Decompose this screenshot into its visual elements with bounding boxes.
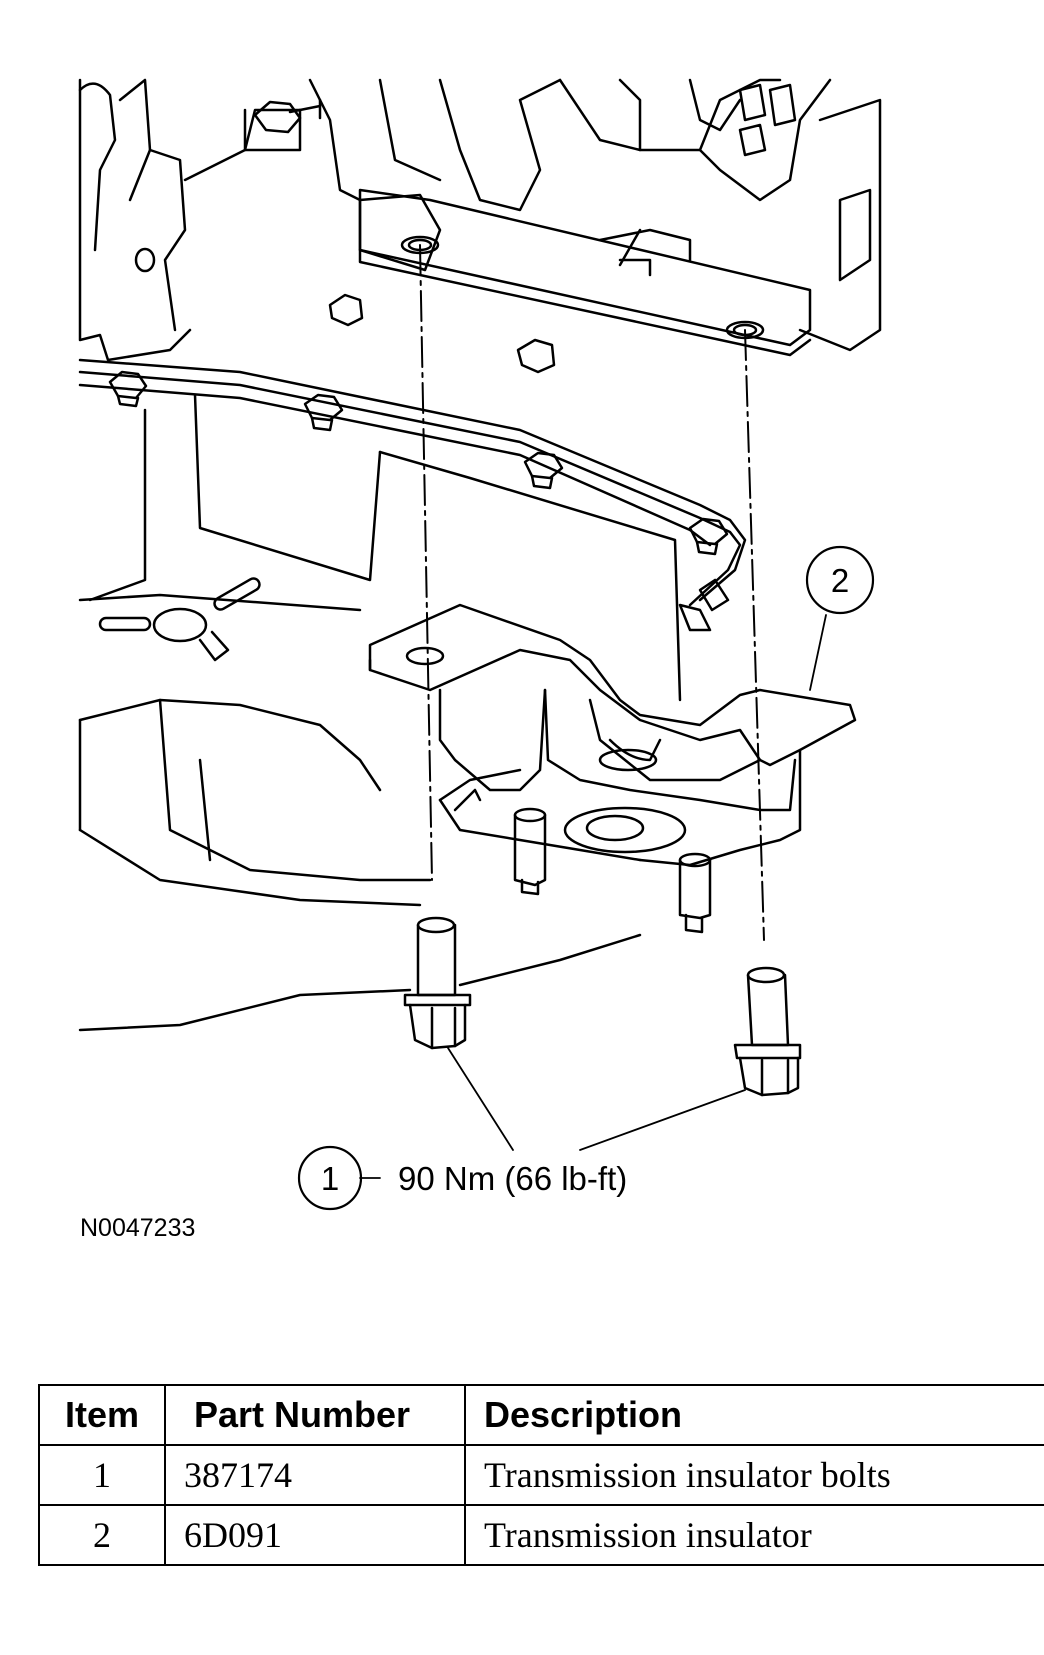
table-row: 2 6D091 Transmission insulator (38, 1504, 1044, 1566)
insulator-bolt-right (733, 966, 802, 1097)
transmission-insulator-drawing (368, 603, 857, 934)
callout-2-number: 2 (831, 562, 849, 599)
cell-item: 2 (38, 1504, 166, 1566)
callout-2: 2 (805, 545, 875, 615)
alignment-lines (419, 244, 765, 941)
table-row: 1 387174 Transmission insulator bolts (38, 1444, 1044, 1506)
engine-block-drawing (78, 78, 882, 374)
table-header-row: Item Part Number Description (38, 1384, 1044, 1446)
callout-1: 1 90 Nm (66 lb-ft) (297, 1145, 627, 1211)
callout-1-number: 1 (321, 1160, 339, 1197)
figure-id: N0047233 (80, 1214, 195, 1242)
callout-leader-lines (359, 614, 827, 1179)
cell-part-number: 387174 (164, 1444, 466, 1506)
cell-description: Transmission insulator (464, 1504, 1044, 1566)
parts-table: Item Part Number Description 1 387174 Tr… (38, 1384, 1044, 1566)
header-part-number: Part Number (164, 1384, 466, 1446)
header-description: Description (464, 1384, 1044, 1446)
oil-pan-drawing (78, 358, 747, 1032)
insulator-bolt-left (403, 916, 472, 1050)
torque-spec: 90 Nm (66 lb-ft) (398, 1160, 627, 1197)
exploded-view-diagram: 2 1 90 Nm (66 lb-ft) N0047233 (78, 78, 882, 1242)
header-item: Item (38, 1384, 166, 1446)
cell-item: 1 (38, 1444, 166, 1506)
cell-description: Transmission insulator bolts (464, 1444, 1044, 1506)
cell-part-number: 6D091 (164, 1504, 466, 1566)
